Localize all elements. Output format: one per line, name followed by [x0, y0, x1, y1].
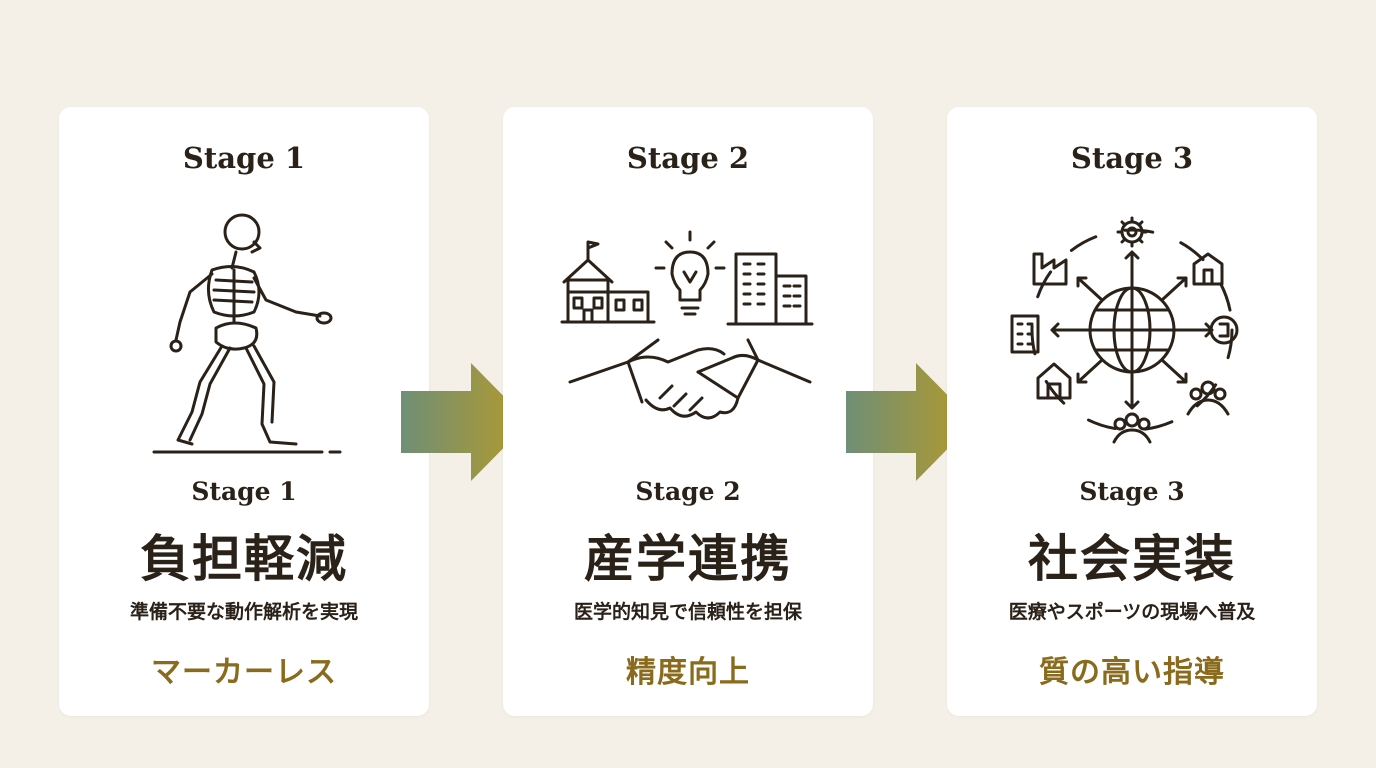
stage-description: 準備不要な動作解析を実現: [129, 601, 358, 623]
stage-description: 医療やスポーツの現場へ普及: [1008, 601, 1256, 623]
stage-keyword: マーカーレス: [151, 655, 337, 690]
arrow-right-icon: [401, 363, 529, 481]
stage-label: Stage 1: [191, 477, 297, 506]
stage-heading: Stage 1: [182, 141, 306, 175]
stage-card-2: Stage 2 Stage 2 産学連携 医学的知見で信頼性を担保 精度向上: [503, 107, 873, 716]
stage-heading: Stage 2: [626, 141, 750, 175]
handshake-school-building-icon: [560, 230, 814, 420]
stage-description: 医学的知見で信頼性を担保: [573, 601, 802, 623]
stage-keyword: 質の高い指導: [1039, 655, 1225, 690]
walking-skeleton-icon: [152, 213, 342, 454]
stage-title: 負担軽減: [140, 529, 348, 588]
globe-network-icon: [1010, 216, 1239, 444]
stage-heading: Stage 3: [1070, 141, 1194, 175]
stage-card-1: Stage 1 Stage 1 負担軽減 準備不要な動作解析を実現 マーカーレス: [59, 107, 429, 716]
stage-keyword: 精度向上: [626, 655, 750, 690]
stage-title: 社会実装: [1028, 529, 1236, 588]
arrow-right-icon: [846, 363, 974, 481]
stage-label: Stage 3: [1079, 477, 1185, 506]
stage-card-3: Stage 3: [947, 107, 1317, 716]
stage-title: 産学連携: [584, 529, 792, 588]
stage-label: Stage 2: [635, 477, 741, 506]
